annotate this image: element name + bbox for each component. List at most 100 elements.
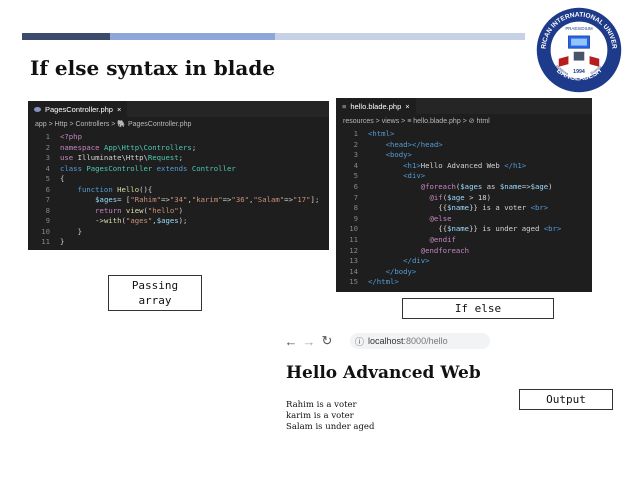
- output-heading: Hello Advanced Web: [286, 363, 481, 383]
- passing-array-label: Passing array: [108, 275, 202, 311]
- line-number: 3: [45, 153, 50, 162]
- code-line: 10 {{$name}} is under aged <br>: [336, 224, 592, 234]
- tab-pages-controller[interactable]: PagesController.php ×: [28, 101, 128, 117]
- code-line: 3 <body>: [336, 150, 592, 160]
- code-line: 13 </div>: [336, 256, 592, 266]
- code-text: @else: [429, 213, 452, 223]
- code-line: 5 <div>: [336, 171, 592, 181]
- address-bar[interactable]: ⓘ localhost :8000/hello: [350, 333, 490, 349]
- info-icon[interactable]: ⓘ: [355, 336, 365, 347]
- code-line: 8 {{$name}} is a voter <br>: [336, 203, 592, 213]
- output-line: karim is a voter: [286, 411, 354, 421]
- code-text: <div>: [403, 171, 426, 181]
- code-line: 12 @endforeach: [336, 246, 592, 256]
- line-number: 9: [45, 216, 50, 225]
- blade-code-panel: ≡ hello.blade.php × resources > views > …: [336, 98, 592, 292]
- code-text: class PagesController extends Controller: [60, 163, 236, 173]
- code-line: 8 return view("hello"): [28, 206, 329, 216]
- line-number: 5: [353, 171, 358, 181]
- file-lines-icon: ≡: [342, 101, 347, 111]
- code-text: {{$name}} is a voter <br>: [438, 203, 549, 213]
- code-text: use Illuminate\Http\Request;: [60, 153, 184, 162]
- tab-close-icon[interactable]: ×: [405, 101, 410, 111]
- code-text: {: [60, 174, 65, 183]
- line-number: 6: [353, 182, 358, 191]
- output-line: Rahim is a voter: [286, 400, 357, 410]
- url-host: localhost: [368, 336, 404, 346]
- code-line: 11}: [28, 237, 329, 247]
- line-number: 1: [353, 129, 358, 138]
- code-line: 11 @endif: [336, 235, 592, 245]
- code-text: namespace App\Http\Controllers;: [60, 142, 197, 152]
- editor-tab-bar: ≡ hello.blade.php ×: [336, 98, 592, 114]
- line-number: 7: [45, 195, 50, 204]
- line-number: 5: [45, 174, 50, 183]
- code-text: ->with("ages",$ages);: [60, 216, 188, 225]
- code-text: <h1>Hello Advanced Web </h1>: [403, 160, 527, 170]
- code-text: </div>: [403, 256, 430, 266]
- output-line: Salam is under aged: [286, 422, 375, 432]
- passing-label-line2: array: [138, 294, 172, 307]
- code-text: $ages= ["Rahim"=>"34","karim"=>"36","Sal…: [95, 195, 320, 204]
- code-text: @foreach($ages as $name=>$age): [420, 182, 553, 191]
- logo-inner-top: PRAESIDIUM: [565, 26, 593, 31]
- logo-left-word: Religiosa: [555, 65, 569, 77]
- logo-right-word: Scientia: [590, 65, 603, 75]
- code-text: <head></head>: [385, 139, 443, 149]
- code-line: 9 ->with("ages",$ages);: [28, 216, 329, 226]
- code-line: 4 class PagesController extends Controlle…: [28, 164, 329, 174]
- code-text: }: [60, 237, 65, 246]
- code-text: function Hello(){: [77, 184, 153, 194]
- header-bar-mid: [110, 33, 275, 40]
- code-line: 4 <h1>Hello Advanced Web </h1>: [336, 161, 592, 171]
- university-logo: AMERICAN INTERNATIONAL UNIVERSITY BANGLA…: [535, 6, 622, 93]
- code-line: 3 use Illuminate\Http\Request;: [28, 153, 329, 163]
- controller-code-panel: PagesController.php × app > Http > Contr…: [28, 101, 329, 250]
- url-path: :8000/hello: [403, 336, 448, 346]
- line-number: 11: [349, 235, 358, 244]
- code-text: </body>: [385, 266, 417, 276]
- code-text: return view("hello"): [95, 205, 184, 215]
- reload-icon[interactable]: ↻: [321, 333, 333, 348]
- header-bar-light: [275, 33, 525, 40]
- code-text: <?php: [60, 132, 82, 141]
- output-label: Output: [519, 389, 613, 410]
- code-text: @endif: [429, 235, 456, 244]
- line-number: 4: [45, 163, 50, 173]
- back-arrow-icon[interactable]: ←: [284, 333, 298, 349]
- line-number: 9: [353, 213, 358, 223]
- line-number: 7: [353, 192, 358, 202]
- code-line: 6 function Hello(){: [28, 185, 329, 195]
- tab-close-icon[interactable]: ×: [116, 104, 122, 114]
- logo-year: 1994: [573, 69, 585, 75]
- code-line: 1<?php: [28, 132, 329, 142]
- code-line: 14 </body>: [336, 267, 592, 277]
- php-file-icon: [34, 106, 41, 112]
- code-line: 5{: [28, 174, 329, 184]
- code-line: 7 @if($age > 18): [336, 193, 592, 203]
- code-text: @endforeach: [420, 245, 470, 255]
- browser-output: ← → ↻ ⓘ localhost :8000/hello Hello Adva…: [282, 330, 492, 442]
- forward-arrow-icon[interactable]: →: [302, 333, 316, 349]
- line-number: 11: [41, 237, 50, 246]
- code-text: <html>: [368, 129, 395, 138]
- line-number: 12: [349, 245, 358, 255]
- line-number: 10: [349, 224, 358, 234]
- breadcrumb: resources > views > ≡ hello.blade.php > …: [343, 117, 490, 125]
- header-bar-dark: [22, 33, 110, 40]
- code-text: @if($age > 18): [429, 192, 492, 202]
- tab-hello-blade[interactable]: ≡ hello.blade.php ×: [336, 98, 416, 114]
- code-line: 7 $ages= ["Rahim"=>"34","karim"=>"36","S…: [28, 195, 329, 205]
- code-text: }: [60, 226, 82, 236]
- browser-nav-bar: ← → ↻: [282, 330, 492, 352]
- line-number: 6: [45, 184, 50, 194]
- slide-title: If else syntax in blade: [30, 56, 276, 80]
- code-line: 10 }: [28, 227, 329, 237]
- line-number: 3: [353, 150, 358, 160]
- line-number: 4: [353, 160, 358, 170]
- tab-label: hello.blade.php: [350, 101, 402, 111]
- code-line: 15</html>: [336, 277, 592, 287]
- line-number: 8: [45, 205, 50, 215]
- code-line: 2 <head></head>: [336, 140, 592, 150]
- line-number: 10: [41, 226, 50, 236]
